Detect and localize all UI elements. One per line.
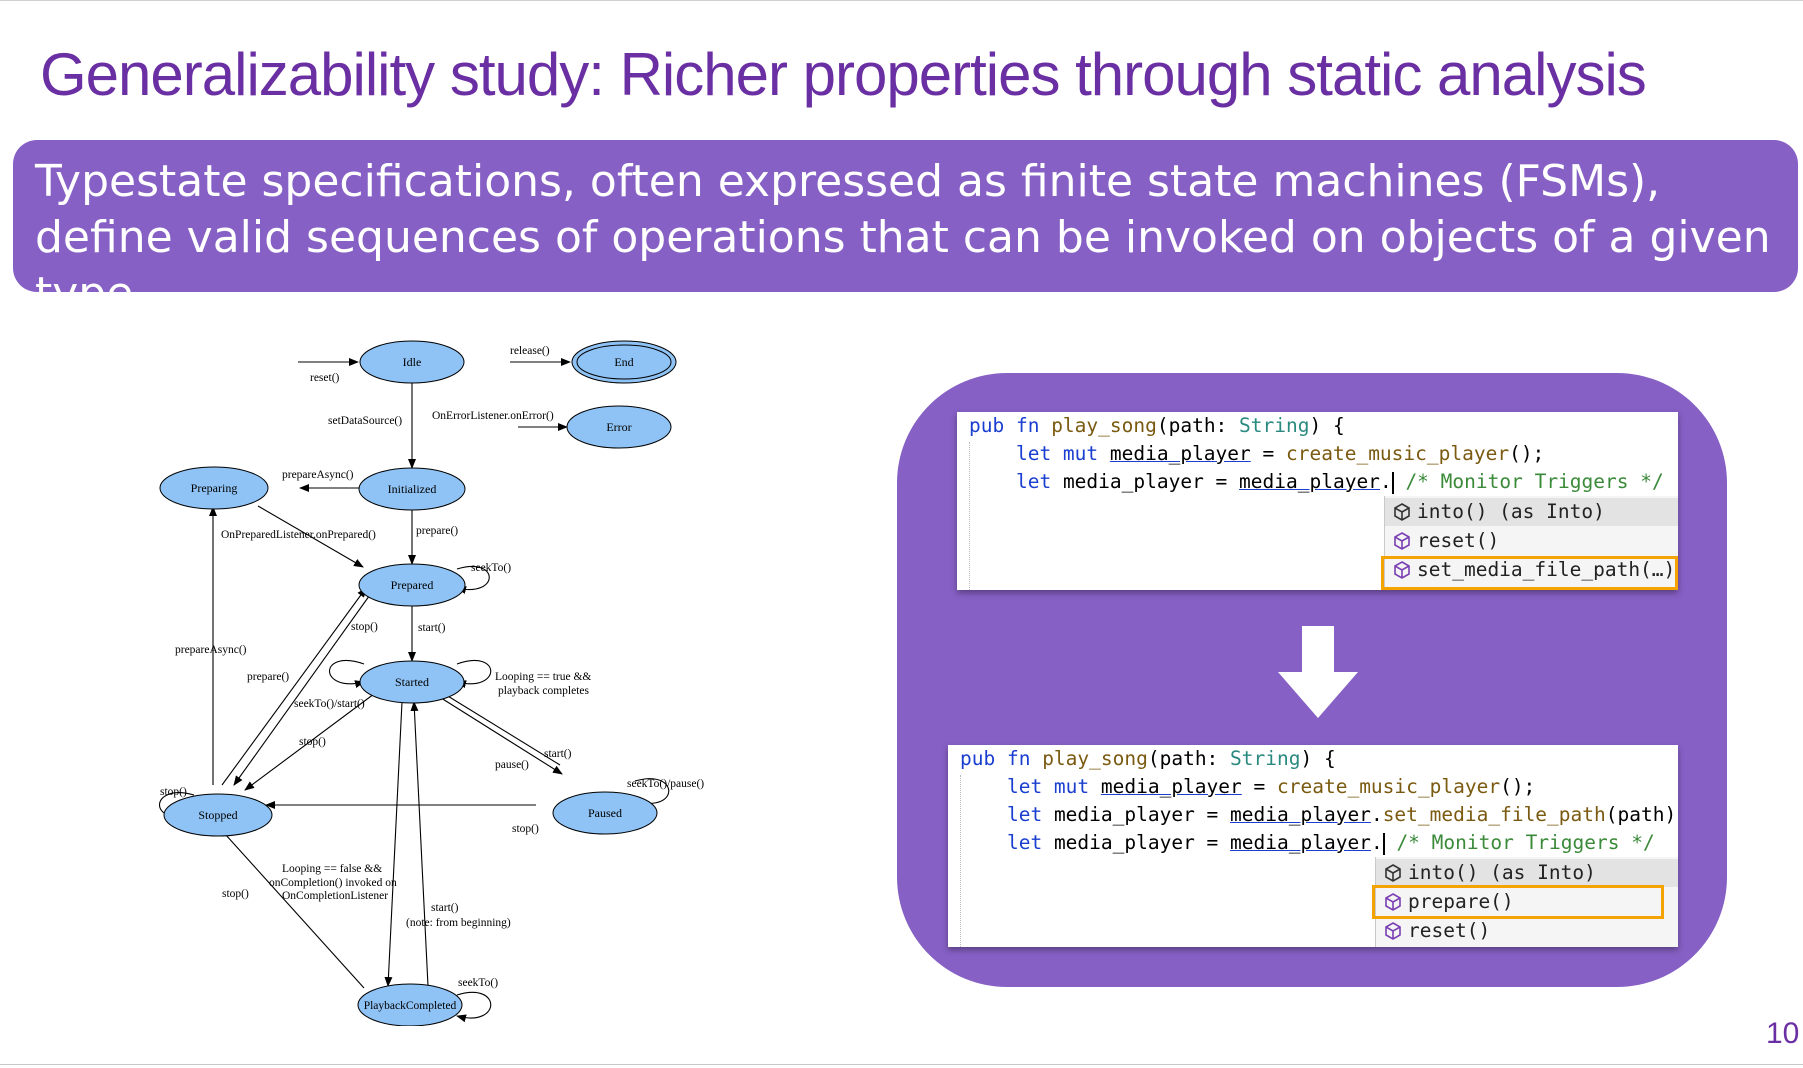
edge-label: prepareAsync() (175, 644, 247, 656)
state-prepared (358, 563, 466, 607)
autocomplete-popup: into() (as Into) reset() set_media_file_… (1384, 496, 1678, 590)
autocomplete-popup: into() (as Into) prepare() reset() (1375, 857, 1678, 947)
state-stopped (163, 793, 273, 837)
edge-label: onCompletion() invoked on (269, 877, 397, 889)
state-label: Initialized (388, 482, 437, 496)
edge-label: seekTo()/pause() (627, 778, 704, 790)
state-playback-completed (357, 983, 463, 1026)
edge-label: OnErrorListener.onError() (432, 410, 554, 422)
edge-prepared-seek (456, 566, 490, 594)
code-editor-before: pub fn play_song(path: String) { let mut… (957, 412, 1678, 590)
edge-label: stop() (512, 823, 539, 835)
code-editor-after: pub fn play_song(path: String) { let mut… (948, 745, 1678, 947)
state-label: Preparing (191, 481, 238, 495)
code-line: let mut media_player = create_music_play… (1006, 775, 1536, 798)
edge-stop-completed (215, 823, 365, 989)
edge-label: seekTo() (471, 562, 511, 574)
edge-label: start() (544, 748, 572, 760)
edge-stop-started (244, 690, 379, 791)
edge-stop-prepared (233, 591, 373, 786)
edge-label: OnCompletionListener (282, 890, 388, 902)
code-line: pub fn play_song(path: String) { (969, 414, 1345, 437)
edge-started-looping (456, 659, 492, 689)
edge-prepare-2 (221, 587, 367, 786)
edge-label: prepare() (247, 671, 289, 683)
page-number: 10 (1766, 1017, 1800, 1050)
state-label: Paused (588, 806, 622, 820)
edge-label: stop() (222, 888, 249, 900)
edge-start-paused (437, 689, 561, 766)
edge-label: OnPreparedListener.onPrepared() (221, 529, 376, 541)
state-paused (552, 791, 658, 835)
state-label: Prepared (391, 578, 434, 592)
suggestion-into[interactable]: into() (as Into) (1385, 498, 1678, 526)
edge-label: (note: from beginning) (406, 917, 511, 929)
edge-label: Looping == false && (282, 863, 382, 875)
edge-label: start() (431, 902, 459, 914)
edge-label: playback completes (498, 685, 590, 697)
indent-guide (969, 442, 970, 590)
code-line-cursor[interactable]: let media_player = media_player. /* Moni… (1015, 470, 1664, 494)
edge-started-seek (328, 659, 365, 688)
code-line-cursor[interactable]: let media_player = media_player. /* Moni… (1006, 831, 1655, 855)
definition-callout: Typestate specifications, often expresse… (13, 140, 1798, 319)
edge-label: start() (418, 622, 446, 634)
edge-label: setDataSource() (328, 415, 402, 427)
edge-label: release() (510, 345, 550, 357)
state-preparing (159, 466, 269, 510)
method-cube-icon (1385, 893, 1401, 911)
suggestion-reset[interactable]: reset() (1385, 527, 1678, 555)
top-rule (0, 0, 1803, 1)
state-idle (359, 340, 465, 384)
suggestion-set-media-file-path[interactable]: set_media_file_path(…) (1385, 556, 1678, 584)
method-cube-icon (1385, 922, 1401, 940)
bottom-rule (0, 1064, 1803, 1065)
edge-on-prepared (257, 505, 364, 568)
state-end-inner (576, 344, 672, 380)
state-label: PlaybackCompleted (364, 1000, 457, 1012)
edge-label: stop() (160, 786, 187, 798)
edge-label: Looping == true && (495, 671, 591, 683)
edge-looping-false (384, 701, 403, 987)
indent-guide (960, 775, 961, 947)
typestate-fsm-diagram: Idle End Error Preparing Initialized Pre… (158, 340, 704, 1026)
edge-label: prepare() (416, 525, 458, 537)
edge-label: seekTo()/start() (294, 698, 365, 710)
state-label: Idle (403, 355, 422, 369)
text-cursor (1391, 471, 1394, 494)
edge-label: pause() (495, 759, 529, 771)
edge-label: reset() (310, 372, 340, 384)
method-cube-icon (1394, 503, 1410, 521)
state-started (359, 660, 465, 704)
state-end (571, 340, 677, 384)
state-error (566, 405, 672, 449)
edge-label: stop() (299, 736, 326, 748)
suggestion-highlight-box (1372, 885, 1664, 919)
code-line: let mut media_player = create_music_play… (1015, 442, 1545, 465)
state-label: Error (606, 420, 631, 434)
transition-down-arrow-icon (1278, 626, 1358, 718)
slide-title: Generalizability study: Richer propertie… (40, 41, 1647, 108)
code-line: let media_player = media_player.set_medi… (1006, 803, 1678, 826)
suggestion-prepare[interactable]: prepare() (1376, 888, 1678, 916)
suggestion-reset[interactable]: reset() (1376, 917, 1678, 945)
state-label: Started (395, 675, 429, 689)
suggestion-into[interactable]: into() (as Into) (1376, 859, 1678, 887)
edge-completed-seek (456, 991, 492, 1023)
edge-pause (429, 690, 563, 775)
text-cursor (1382, 832, 1385, 855)
state-initialized (358, 467, 466, 511)
state-label: Stopped (198, 808, 237, 822)
method-cube-icon (1385, 864, 1401, 882)
code-line: pub fn play_song(path: String) { (960, 747, 1336, 770)
state-label: End (614, 355, 633, 369)
suggestion-highlight-box (1381, 556, 1678, 590)
edge-label: prepareAsync() (282, 469, 354, 481)
edge-label: stop() (351, 621, 378, 633)
edge-label: seekTo() (458, 977, 498, 989)
edge-start-beginning (410, 701, 429, 987)
method-cube-icon (1394, 561, 1410, 579)
method-cube-icon (1394, 532, 1410, 550)
